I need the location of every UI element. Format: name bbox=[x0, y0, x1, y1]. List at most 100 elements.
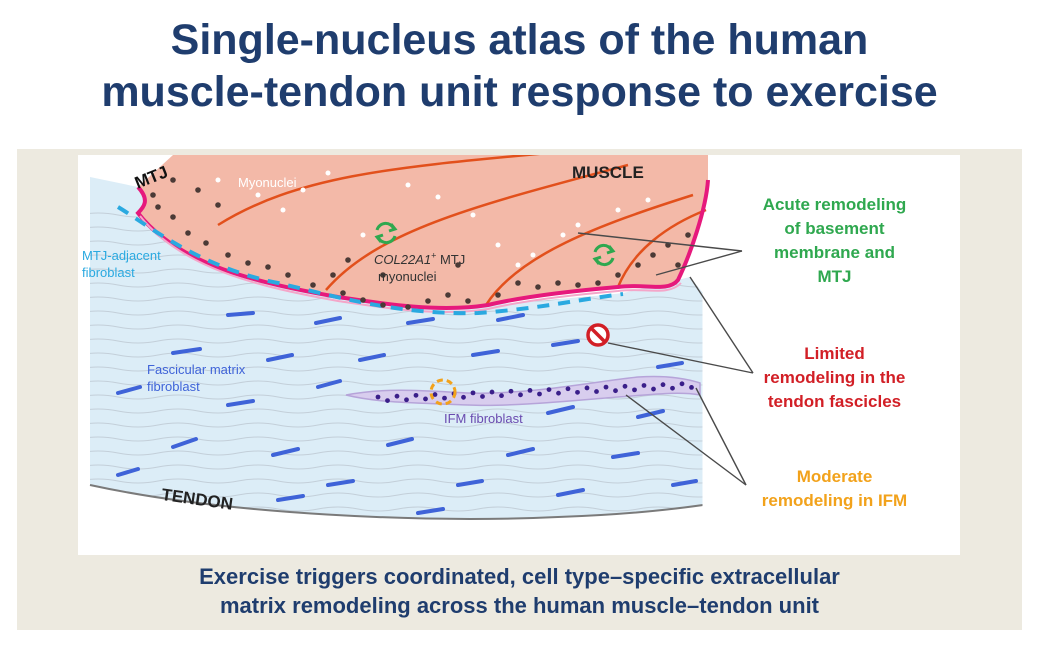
mtj-nucleus bbox=[215, 202, 221, 208]
mtj-nucleus bbox=[185, 230, 191, 236]
collagen-wave bbox=[90, 464, 703, 470]
ifm-nucleus bbox=[670, 385, 675, 391]
ifm-nucleus bbox=[575, 389, 580, 395]
limited-line3: tendon fascicles bbox=[767, 392, 902, 411]
ifm-nucleus bbox=[394, 393, 400, 399]
mtj-nucleus bbox=[203, 240, 209, 246]
ifm-nucleus bbox=[527, 388, 533, 393]
ifm-nucleus bbox=[404, 397, 409, 403]
myonucleus bbox=[495, 242, 501, 248]
muscle-region bbox=[138, 155, 708, 308]
col22a1-label: COL22A1+ MTJ myonuclei bbox=[374, 248, 465, 285]
col22a1-rest: MTJ bbox=[436, 252, 466, 268]
fascicular-fibroblast bbox=[326, 479, 355, 487]
acute-line3: membrane and bbox=[774, 243, 895, 262]
fiber-separator-2 bbox=[325, 163, 629, 291]
mtj-adjacent-line1: MTJ-adjacent bbox=[82, 248, 161, 263]
ifm-nucleus bbox=[432, 392, 438, 397]
ifm-nucleus bbox=[470, 390, 476, 396]
circular-arrows-icon bbox=[374, 221, 398, 245]
mtj-nucleus bbox=[155, 204, 161, 210]
fascicular-fibroblast bbox=[226, 311, 255, 317]
myonucleus bbox=[515, 262, 521, 268]
myonucleus bbox=[575, 222, 581, 228]
mtj-nucleus bbox=[455, 262, 461, 268]
tendon-region bbox=[90, 177, 703, 555]
mtj-nucleus bbox=[380, 272, 386, 278]
collagen-wave bbox=[90, 478, 703, 484]
ifm-nucleus bbox=[480, 394, 485, 399]
title-line-1: Single-nucleus atlas of the human bbox=[170, 16, 869, 64]
myonucleus bbox=[280, 207, 286, 213]
fascicular-fibroblast bbox=[116, 385, 142, 395]
ifm-nucleus bbox=[508, 388, 514, 394]
mtj-nucleus bbox=[310, 282, 316, 288]
myonucleus bbox=[645, 197, 651, 203]
fascicular-fibroblast bbox=[171, 347, 202, 355]
fascicular-line2: fibroblast bbox=[147, 379, 200, 394]
fascicular-line1: Fascicular matrix bbox=[147, 362, 246, 377]
fascicular-fibroblast bbox=[276, 494, 305, 502]
ifm-nucleus bbox=[375, 394, 381, 400]
moderate-line2: remodeling in IFM bbox=[761, 491, 908, 510]
caption-line-1: Exercise triggers coordinated, cell type… bbox=[199, 564, 840, 589]
fascicular-matrix-fibroblast-label: Fascicular matrix fibroblast bbox=[147, 361, 245, 395]
myonuclei-dots bbox=[150, 170, 691, 310]
fiber-separator-1 bbox=[217, 155, 541, 227]
mtj-nucleus bbox=[170, 214, 176, 220]
collagen-wave bbox=[90, 492, 703, 498]
mtj-nucleus bbox=[340, 290, 346, 296]
fascicular-fibroblast bbox=[546, 405, 575, 415]
collagen-wave bbox=[90, 422, 703, 428]
fascicular-fibroblast bbox=[406, 317, 435, 325]
ifm-nucleus bbox=[537, 391, 542, 397]
prohibition-icon bbox=[586, 323, 610, 347]
ifm-nucleus bbox=[689, 385, 694, 390]
mtj-nucleus bbox=[685, 232, 691, 238]
mtj-nucleus bbox=[575, 282, 581, 288]
mtj-nucleus bbox=[495, 292, 501, 298]
fascicular-fibroblast bbox=[171, 437, 198, 449]
fascicular-fibroblast bbox=[314, 316, 342, 325]
myonucleus bbox=[530, 252, 536, 258]
tendon-boundary-line bbox=[89, 484, 704, 520]
myonucleus bbox=[615, 207, 621, 213]
mtj-nucleus bbox=[380, 302, 386, 308]
title-line-2: muscle-tendon unit response to exercise bbox=[101, 68, 938, 116]
fascicular-fibroblast bbox=[611, 451, 640, 459]
leader-lines bbox=[577, 232, 754, 486]
annotation-moderate-remodeling: Moderate remodeling in IFM bbox=[742, 465, 927, 513]
mtj-adjacent-line2: fibroblast bbox=[82, 265, 135, 280]
ifm-nucleus bbox=[499, 393, 504, 399]
tendon-outer-edge bbox=[90, 485, 703, 555]
basement-membrane-glow bbox=[139, 215, 682, 313]
fascicular-fibroblast bbox=[551, 339, 580, 347]
collagen-wave bbox=[90, 324, 703, 330]
ifm-nucleus bbox=[518, 392, 523, 398]
ifm-nucleus bbox=[613, 388, 618, 394]
fiber-separator-3 bbox=[484, 193, 694, 306]
mtj-nucleus bbox=[535, 284, 541, 290]
mtj-nucleus bbox=[360, 297, 366, 303]
fascicular-fibroblast bbox=[416, 507, 445, 515]
mtj-nucleus bbox=[675, 262, 681, 268]
limited-line1: Limited bbox=[804, 344, 865, 363]
mtj-nucleus bbox=[330, 272, 336, 278]
mtj-nucleus bbox=[425, 298, 431, 304]
mtj-nucleus bbox=[345, 257, 351, 263]
myonucleus bbox=[435, 194, 441, 200]
fascicular-fibroblast bbox=[496, 313, 525, 322]
fascicular-fibroblast bbox=[358, 353, 386, 362]
mtj-nucleus bbox=[285, 272, 291, 278]
fascicular-fibroblast bbox=[506, 447, 535, 457]
fascicular-fibroblast bbox=[316, 379, 342, 389]
fiber-separator-4 bbox=[616, 208, 707, 288]
mtj-nucleus bbox=[515, 280, 521, 286]
ifm-nucleus bbox=[679, 381, 685, 387]
ifm-highlight-ring bbox=[429, 378, 457, 406]
ifm-nucleus bbox=[385, 398, 390, 403]
ifm-nucleus bbox=[565, 386, 571, 392]
myonuclei-label: Myonuclei bbox=[238, 175, 297, 190]
mtj-nucleus bbox=[650, 252, 656, 258]
mtj-nucleus bbox=[615, 272, 621, 278]
